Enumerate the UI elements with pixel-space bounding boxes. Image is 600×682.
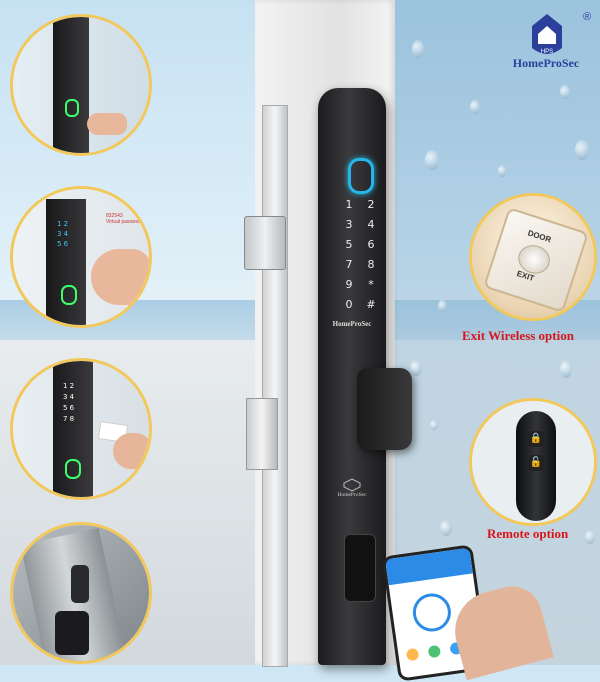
water-drop [410,360,422,376]
key-slot-closeup [55,611,89,655]
key-9[interactable]: 9 [345,278,353,291]
remote-option-label: Remote option [487,526,569,541]
lock-brand-text-small: HomeProSec [337,492,367,498]
app-icon[interactable] [427,644,442,659]
water-drop [470,100,480,114]
key-7[interactable]: 7 [345,258,353,271]
brand-emblem-icon [343,478,361,492]
dead-bolt [246,398,278,470]
hand [113,433,149,469]
water-drop [425,150,439,170]
option-circle-exit-button: DOOR EXIT [469,193,597,321]
fingerprint-green-icon [65,99,79,117]
key-star[interactable]: * [368,278,374,291]
fingerprint-green-icon [61,285,77,305]
app-icon[interactable] [405,647,420,662]
key-8[interactable]: 8 [367,258,375,271]
key-0[interactable]: 0 [345,298,353,311]
lock-handle[interactable] [357,368,412,450]
mortise-faceplate [262,105,288,667]
homeprosec-logo: HPS ® [532,11,591,55]
water-drop [498,165,506,177]
registered-mark: ® [583,11,591,23]
key-5[interactable]: 5 [345,238,353,251]
hand [91,249,149,305]
key-2[interactable]: 2 [367,198,375,211]
key-hash[interactable]: # [366,298,376,311]
fingerprint-sensor-icon[interactable] [348,158,374,194]
water-drop [412,40,424,58]
water-drop [440,520,452,536]
water-drop [560,85,570,99]
logo-shield-text: HPS [541,49,553,55]
exit-button-text-door: DOOR [526,228,553,245]
key-hole [71,565,89,603]
key-3[interactable]: 3 [345,218,353,231]
lock-brand-text: HomeProSec [332,320,372,328]
key-6[interactable]: 6 [367,238,375,251]
finger-hand [87,113,127,135]
lock-icon: 🔒 [528,431,544,447]
key-4[interactable]: 4 [367,218,375,231]
app-unlock-ring[interactable] [410,591,454,634]
water-drop [430,420,438,430]
unlock-icon: 🔓 [528,455,544,471]
feature-circle-fingerprint [10,14,152,156]
feature-circle-key-slot [10,522,152,664]
brand-name: HomeProSec [512,56,580,70]
remote-device: 🔒 🔓 [516,411,556,521]
lock-closeup [53,17,89,153]
water-drop [560,360,572,378]
latch-bolt [244,216,286,270]
lock-closeup [53,361,93,497]
fingerprint-green-icon [65,459,81,479]
water-drop [575,140,589,160]
water-drop [438,300,447,312]
water-drop [585,530,595,544]
option-circle-remote: 🔒 🔓 [469,398,597,526]
key-1[interactable]: 1 [345,198,353,211]
key-slot-cover[interactable] [344,534,376,602]
exit-wireless-option-label: Exit Wireless option [462,328,574,343]
